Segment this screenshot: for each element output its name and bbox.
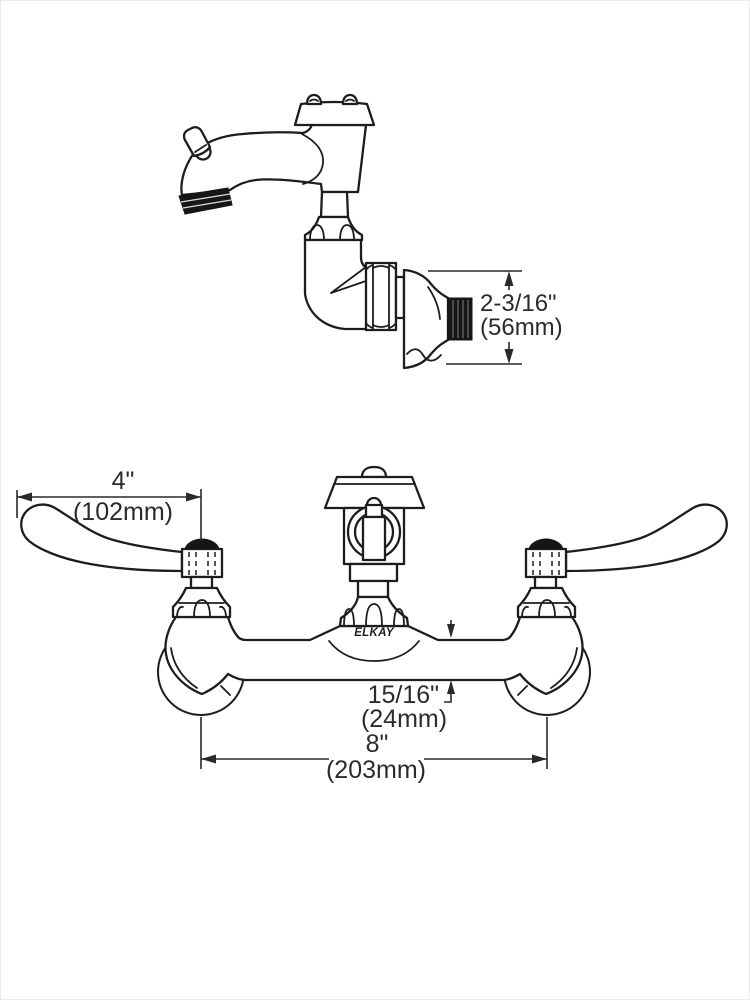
bonnet-cap-side <box>293 100 376 127</box>
flange-height-metric: (56mm) <box>480 314 563 341</box>
dimension-handle-length: 4" (102mm) <box>16 467 202 541</box>
metric-label-mask <box>329 755 424 781</box>
spout-and-body-outline <box>180 123 368 197</box>
left-wristblade-handle <box>20 503 184 573</box>
center-spread-imperial: 8" <box>366 730 389 758</box>
arrow-down <box>447 624 455 638</box>
spout-cap-dome <box>360 465 388 479</box>
faucet-body-bar <box>164 615 584 696</box>
arrow-up <box>504 271 514 286</box>
left-valve-stem <box>189 575 214 590</box>
arrow-left <box>201 754 216 764</box>
front-view-drawing: ELKAY <box>16 465 728 784</box>
pail-hook-lever <box>182 126 212 158</box>
body-thickness-imperial: 15/16" <box>368 681 439 709</box>
spout-collar <box>364 503 384 519</box>
spout-tube <box>361 515 387 562</box>
left-valve-assembly <box>171 538 232 619</box>
arrow-up <box>447 680 455 694</box>
cap-screw-slots <box>309 98 355 102</box>
body-thickness-metric: (24mm) <box>361 705 447 733</box>
elbow-surface-lines <box>330 266 367 294</box>
flange-contour-lines <box>406 286 442 362</box>
arrow-right <box>186 492 201 502</box>
handle-length-imperial: 4" <box>112 467 135 495</box>
nipple-thread-lines <box>452 300 469 338</box>
left-bonnet-scallops <box>176 599 227 618</box>
extension-lines <box>428 270 522 365</box>
spout-escutcheon <box>338 595 410 628</box>
spout-band <box>348 562 399 583</box>
right-wristblade-handle <box>564 503 728 573</box>
cone-scallops <box>309 224 355 241</box>
center-spread-metric: (203mm) <box>326 756 426 784</box>
spout-escutcheon-scallops <box>343 603 405 627</box>
right-hub-spline-lines <box>532 552 560 575</box>
right-valve-stem <box>533 575 558 590</box>
cap-screws <box>305 93 359 106</box>
flange-neck <box>394 275 406 320</box>
arrow-right <box>532 754 547 764</box>
center-spout-assembly <box>323 465 426 628</box>
right-bonnet-scallops <box>521 599 572 618</box>
right-valve-assembly <box>516 538 577 619</box>
threaded-nipple <box>447 297 473 341</box>
valve-stem <box>319 190 350 219</box>
dimension-center-spread: 8" (203mm) <box>200 717 548 784</box>
arrow-left <box>17 492 32 502</box>
handle-length-metric: (102mm) <box>73 498 173 526</box>
extension-lines <box>200 717 548 769</box>
union-nut <box>364 261 398 332</box>
spout-tip-thread-ribs <box>180 193 232 209</box>
dimension-body-thickness: 15/16" (24mm) <box>361 620 455 733</box>
left-handle-hub <box>180 547 224 579</box>
flange-height-imperial: 2-3/16" <box>480 290 557 317</box>
left-hub-screw-cap <box>184 538 220 550</box>
left-hub-spline-lines <box>188 552 216 575</box>
wall-flange <box>402 268 450 370</box>
lever-base-line <box>194 144 207 153</box>
elkay-logo: ELKAY <box>354 627 395 639</box>
arrow-down <box>504 349 514 364</box>
body-spout-blend-curve <box>301 133 324 185</box>
right-handle-hub <box>524 547 568 579</box>
dimension-flange-height: 2-3/16" (56mm) <box>428 270 563 365</box>
spout-base-stem <box>356 579 390 599</box>
nut-facet-lines <box>365 262 397 331</box>
right-hub-screw-cap <box>528 538 564 550</box>
body-contour-details <box>170 640 578 696</box>
side-view-drawing: 2-3/16" (56mm) <box>178 93 563 370</box>
